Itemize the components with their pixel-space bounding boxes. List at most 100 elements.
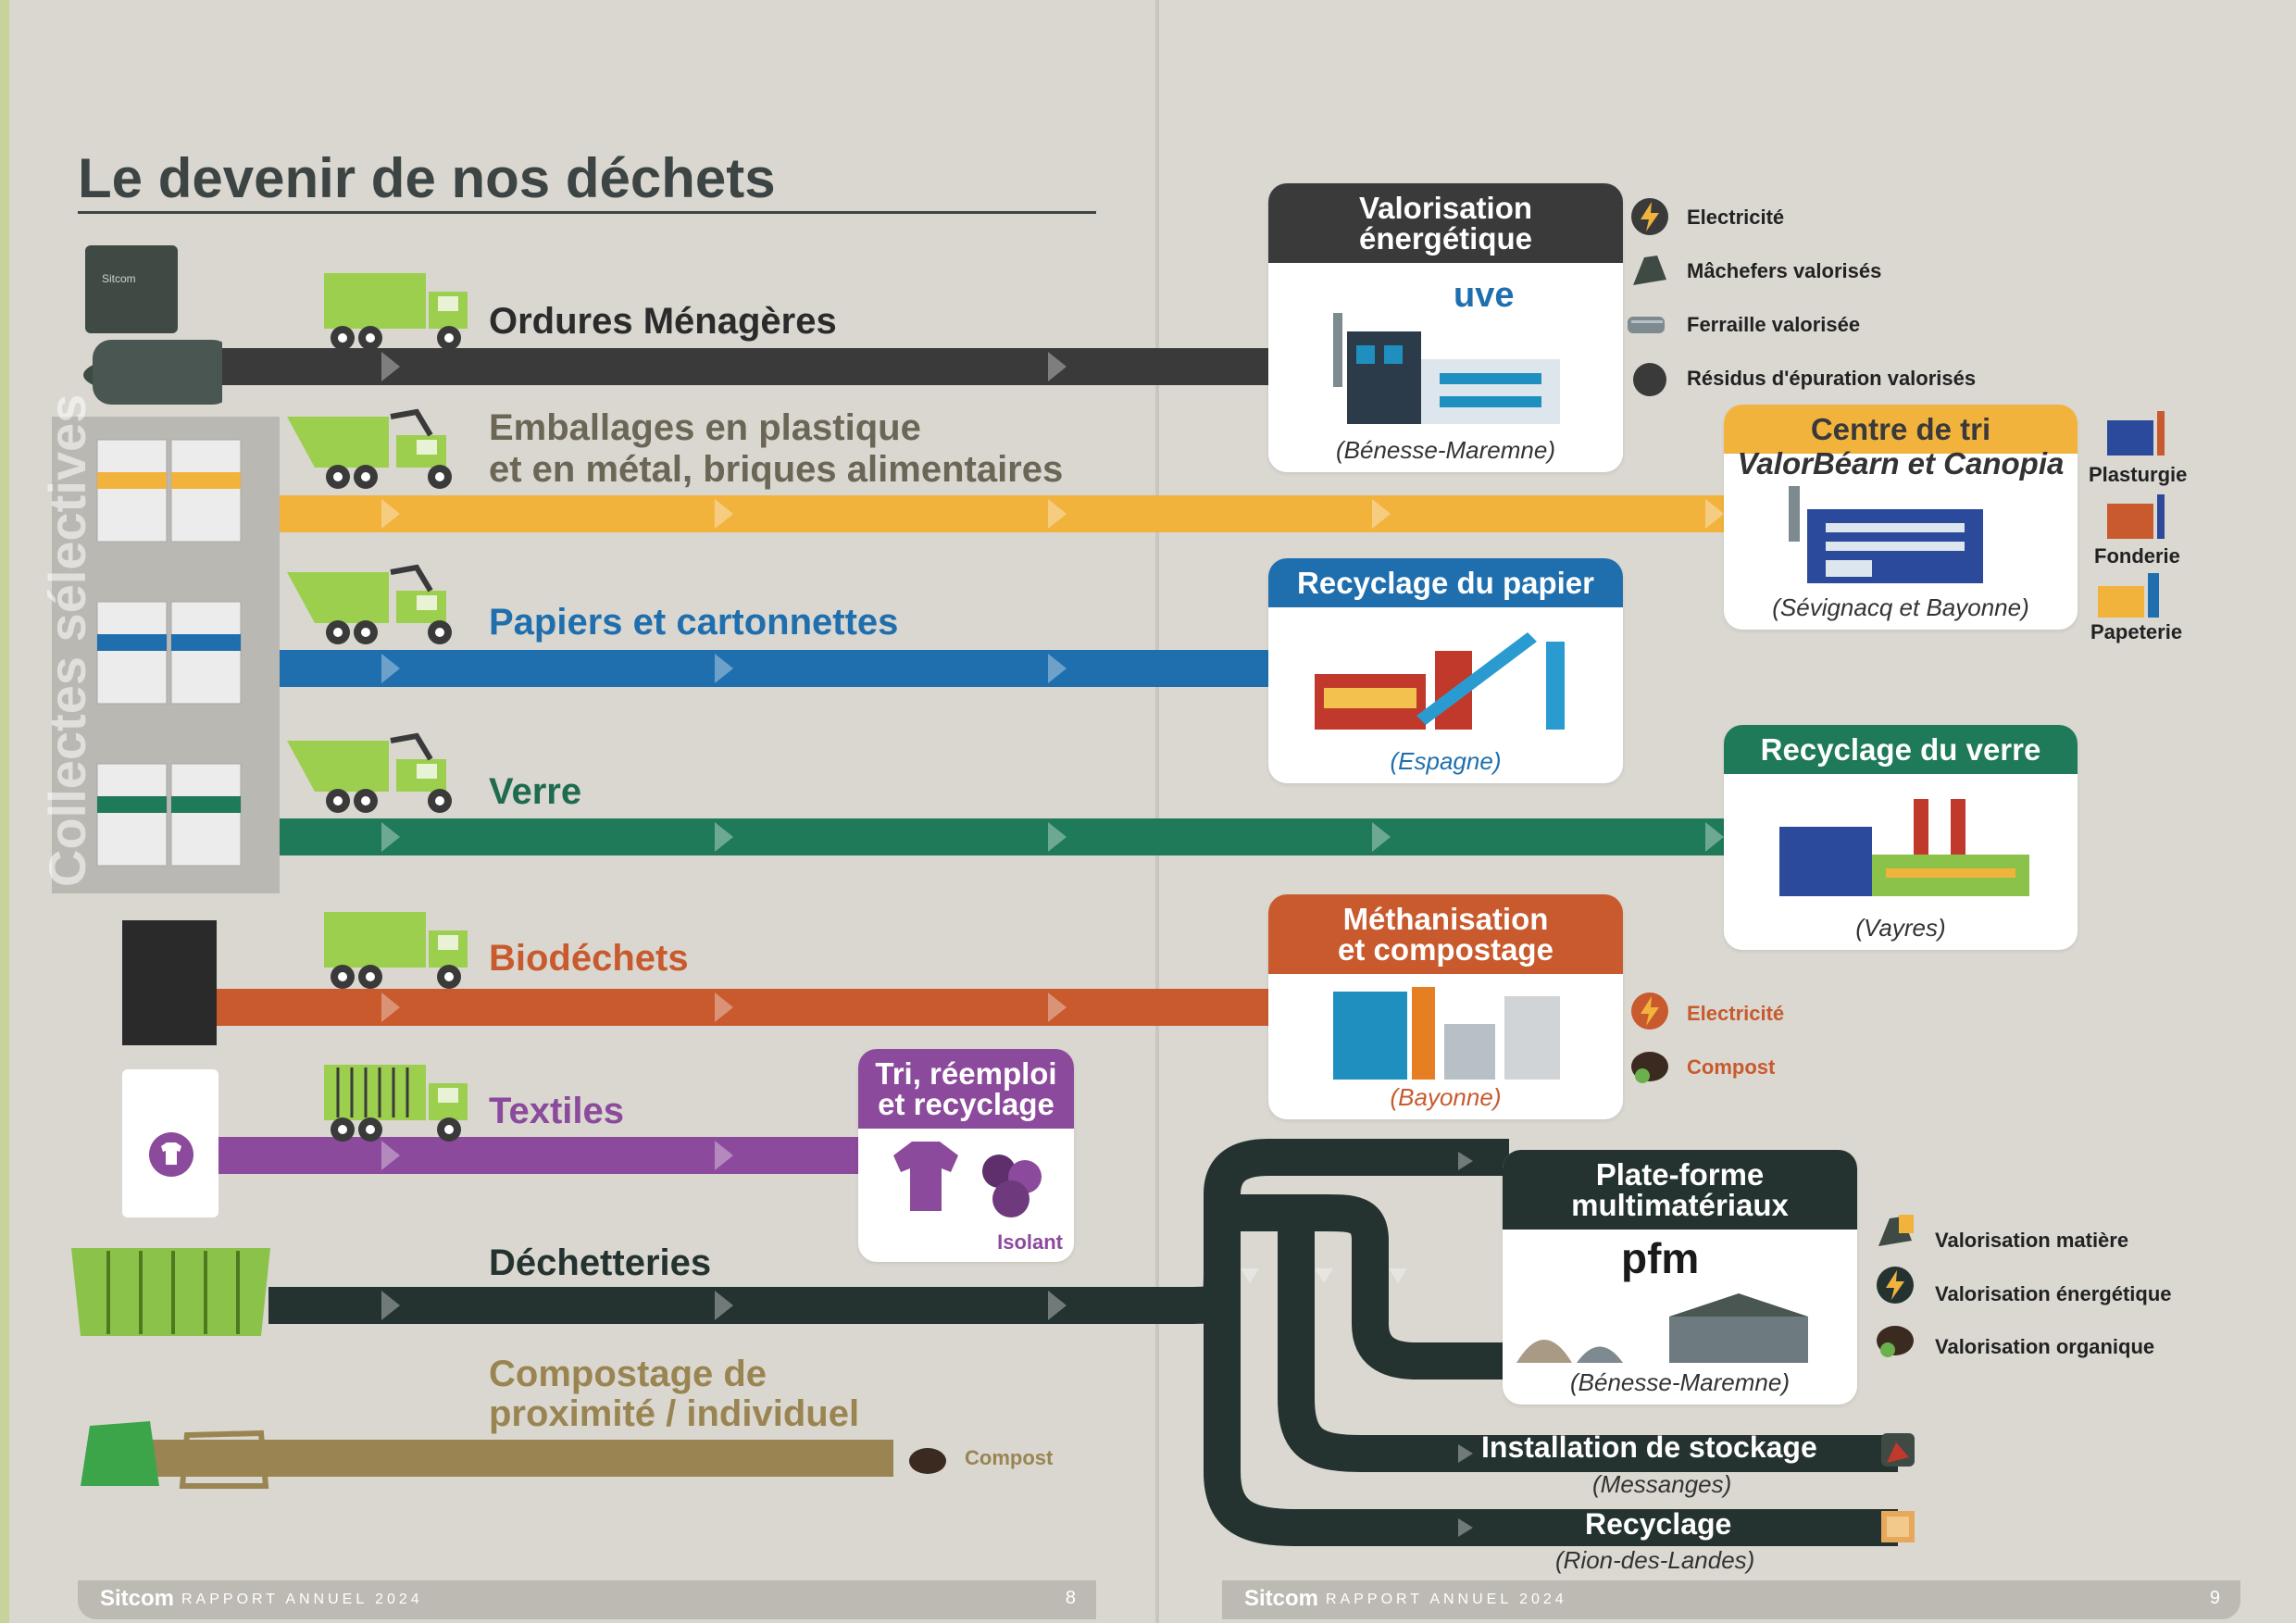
flow-arrow [381, 1141, 400, 1170]
dest-methanisation: Méthanisation et compostage (Bayonne) [1268, 894, 1623, 1119]
textiles-output: Isolant [997, 1230, 1063, 1254]
dest-valorisation: Valorisation énergétique uve (Bénesse-Ma… [1268, 183, 1623, 472]
flow-arrow [1705, 822, 1724, 852]
footer-page-number: 8 [1065, 1588, 1076, 1608]
textiles-title-1: Tri, réemploi [875, 1056, 1057, 1091]
verre-place: (Vayres) [1855, 914, 1946, 942]
flow-arrow [715, 993, 733, 1022]
lane-textiles [217, 1137, 865, 1174]
dest-verre: Recyclage du verre (Vayres) [1724, 725, 2078, 950]
methanisation-place: (Bayonne) [1390, 1083, 1502, 1111]
factory-icon [2107, 494, 2165, 539]
label-ordures: Ordures Ménagères [489, 301, 837, 342]
tri-title: Centre de tri [1724, 405, 2078, 454]
label-emballages-1: Emballages en plastique [489, 407, 921, 448]
flow-arrow [381, 993, 400, 1022]
lane-compostage [148, 1440, 893, 1477]
page-gutter [1155, 0, 1159, 1623]
flow-arrow [381, 822, 400, 852]
factory-icon [1333, 987, 1560, 1080]
flow-arrow [1048, 993, 1067, 1022]
bin-icon [96, 601, 242, 705]
stockage-place: (Messanges) [1592, 1470, 1732, 1498]
factory-icon [1333, 313, 1560, 424]
svg-text:Sitcom: Sitcom [102, 272, 136, 285]
title-rule [78, 211, 1096, 214]
flow-arrow [1705, 499, 1724, 529]
compost-icon [1877, 1326, 1914, 1357]
flow-arrow [1372, 822, 1391, 852]
flow-arrow [715, 1141, 733, 1170]
output-valorisation-organique: Valorisation organique [1935, 1335, 2155, 1358]
flow-arrow [715, 654, 733, 683]
flow-arrow [381, 499, 400, 529]
flow-arrow [1048, 654, 1067, 683]
truck-icon [287, 732, 452, 813]
recycled-material-icon [1881, 1511, 1915, 1542]
footer-brand: Sitcom [100, 1586, 175, 1611]
lane-decheteries [268, 1287, 1194, 1324]
textiles-title-2: et recyclage [878, 1087, 1054, 1121]
pfm-title-2: multimatériaux [1571, 1188, 1789, 1222]
left-edge-strip [0, 0, 9, 1623]
flow-arrow [715, 499, 733, 529]
factory-icon [1315, 632, 1565, 730]
side-label: Collectes sélectives [38, 393, 96, 887]
footer-report: RAPPORT ANNUEL 2024 [181, 1592, 423, 1607]
rock-icon [1878, 1215, 1914, 1246]
tri-subtitle: ValorBéarn et Canopia [1737, 446, 2065, 481]
truck-icon [287, 408, 452, 489]
footer-page-number: 9 [2209, 1588, 2220, 1608]
valorisation-place: (Bénesse-Maremne) [1336, 436, 1555, 464]
flow-arrow [1048, 1291, 1067, 1320]
label-emballages-2: et en métal, briques alimentaires [489, 449, 1064, 490]
factory-icon [1779, 799, 2029, 896]
lane-verre [280, 818, 1733, 855]
lane-emballages [280, 495, 1733, 532]
lane-biodechets [217, 989, 1270, 1026]
biodechets-poster [122, 920, 217, 1045]
output-machefers: Mâchefers valorisés [1687, 259, 1882, 282]
tshirt-icon [149, 1132, 193, 1177]
recyclage-title: Recyclage [1585, 1507, 1732, 1541]
pfm-logo: pfm [1621, 1234, 1700, 1282]
lightning-icon [1631, 198, 1668, 235]
tshirt-icon [893, 1142, 958, 1211]
flow-arrow [715, 822, 733, 852]
factory-icon [2098, 573, 2159, 618]
output-electricite-2: Electricité [1687, 1002, 1785, 1025]
rock-icon [1633, 256, 1666, 285]
flow-arrow [381, 352, 400, 381]
output-residus: Résidus d'épuration valorisés [1687, 367, 1977, 390]
output-valorisation-energetique: Valorisation énergétique [1935, 1282, 2172, 1305]
label-biodechets: Biodéchets [489, 938, 689, 979]
output-ferraille: Ferraille valorisée [1687, 313, 1861, 336]
scrap-metal-icon [1628, 317, 1665, 333]
recyclage-place: (Rion-des-Landes) [1555, 1546, 1755, 1574]
truck-icon [324, 1065, 468, 1142]
bin-icon [96, 439, 242, 543]
lightning-icon [1877, 1267, 1914, 1304]
lane-papiers [280, 650, 1270, 687]
skip-container-icon [71, 1248, 270, 1336]
papier-place: (Espagne) [1390, 747, 1502, 775]
output-valorisation-matiere: Valorisation matière [1935, 1229, 2129, 1252]
footer-right: Sitcom RAPPORT ANNUEL 2024 9 [1222, 1580, 2240, 1619]
page-title: Le devenir de nos déchets [78, 147, 776, 209]
output-compost: Compost [1687, 1055, 1776, 1079]
label-compostage-2: proximité / individuel [489, 1393, 860, 1434]
output-fonderie: Fonderie [2094, 544, 2180, 568]
truck-icon [324, 912, 468, 989]
insulation-icon [982, 1155, 1042, 1217]
output-electricite: Electricité [1687, 206, 1785, 229]
label-textiles: Textiles [489, 1091, 624, 1131]
truck-icon [287, 564, 452, 644]
output-papeterie: Papeterie [2090, 620, 2183, 643]
footer-report: RAPPORT ANNUEL 2024 [1326, 1592, 1567, 1607]
output-plasturgie: Plasturgie [2089, 463, 2188, 486]
label-decheteries: Déchetteries [489, 1242, 712, 1283]
verre-title: Recyclage du verre [1724, 725, 2078, 774]
bin-icon [96, 763, 242, 867]
valorisation-title-1: Valorisation [1358, 191, 1533, 225]
flow-arrow [1048, 822, 1067, 852]
